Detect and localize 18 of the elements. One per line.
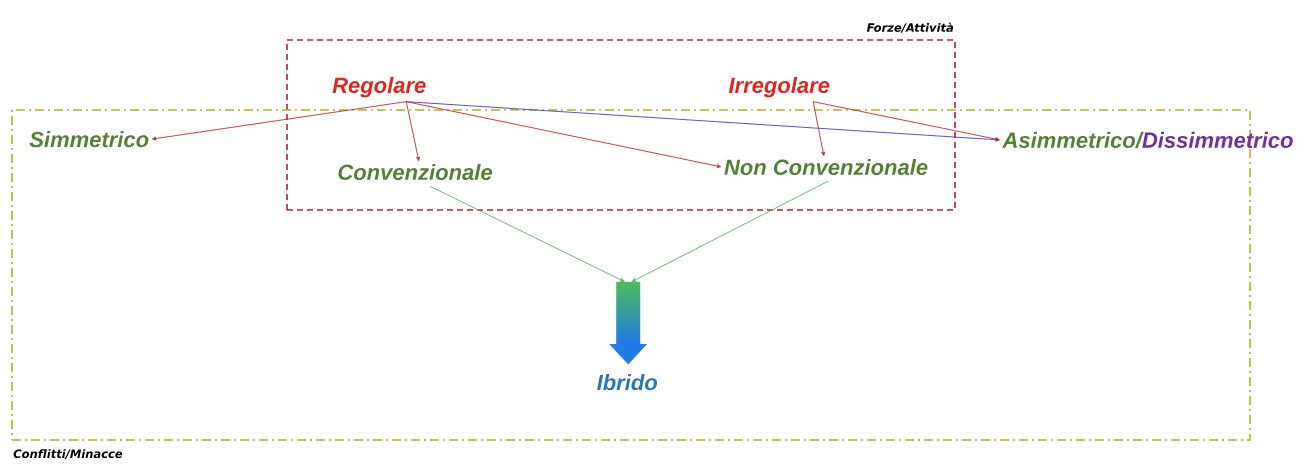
frame-heading: Conflitti/Minacce bbox=[13, 449, 123, 459]
arrow bbox=[152, 101, 407, 141]
arrow bbox=[812, 101, 1000, 141]
term-label: Convenzionale bbox=[338, 163, 493, 181]
arrow bbox=[405, 101, 420, 162]
term-label: Regolare bbox=[332, 76, 426, 98]
term-label: Ibrido bbox=[597, 374, 658, 391]
term-label: Irregolare bbox=[728, 76, 830, 98]
arrow bbox=[405, 101, 1000, 142]
arrow bbox=[429, 185, 625, 282]
term-label: Asimmetrico/Dissimmetrico bbox=[1002, 131, 1293, 149]
frame-heading: Forze/Attività bbox=[866, 22, 954, 33]
arrow bbox=[405, 101, 722, 168]
block-arrow bbox=[609, 282, 648, 365]
arrow bbox=[812, 101, 825, 157]
term-label: Simmetrico bbox=[29, 131, 149, 148]
term-label: Non Convenzionale bbox=[724, 158, 928, 176]
arrow bbox=[631, 180, 829, 282]
